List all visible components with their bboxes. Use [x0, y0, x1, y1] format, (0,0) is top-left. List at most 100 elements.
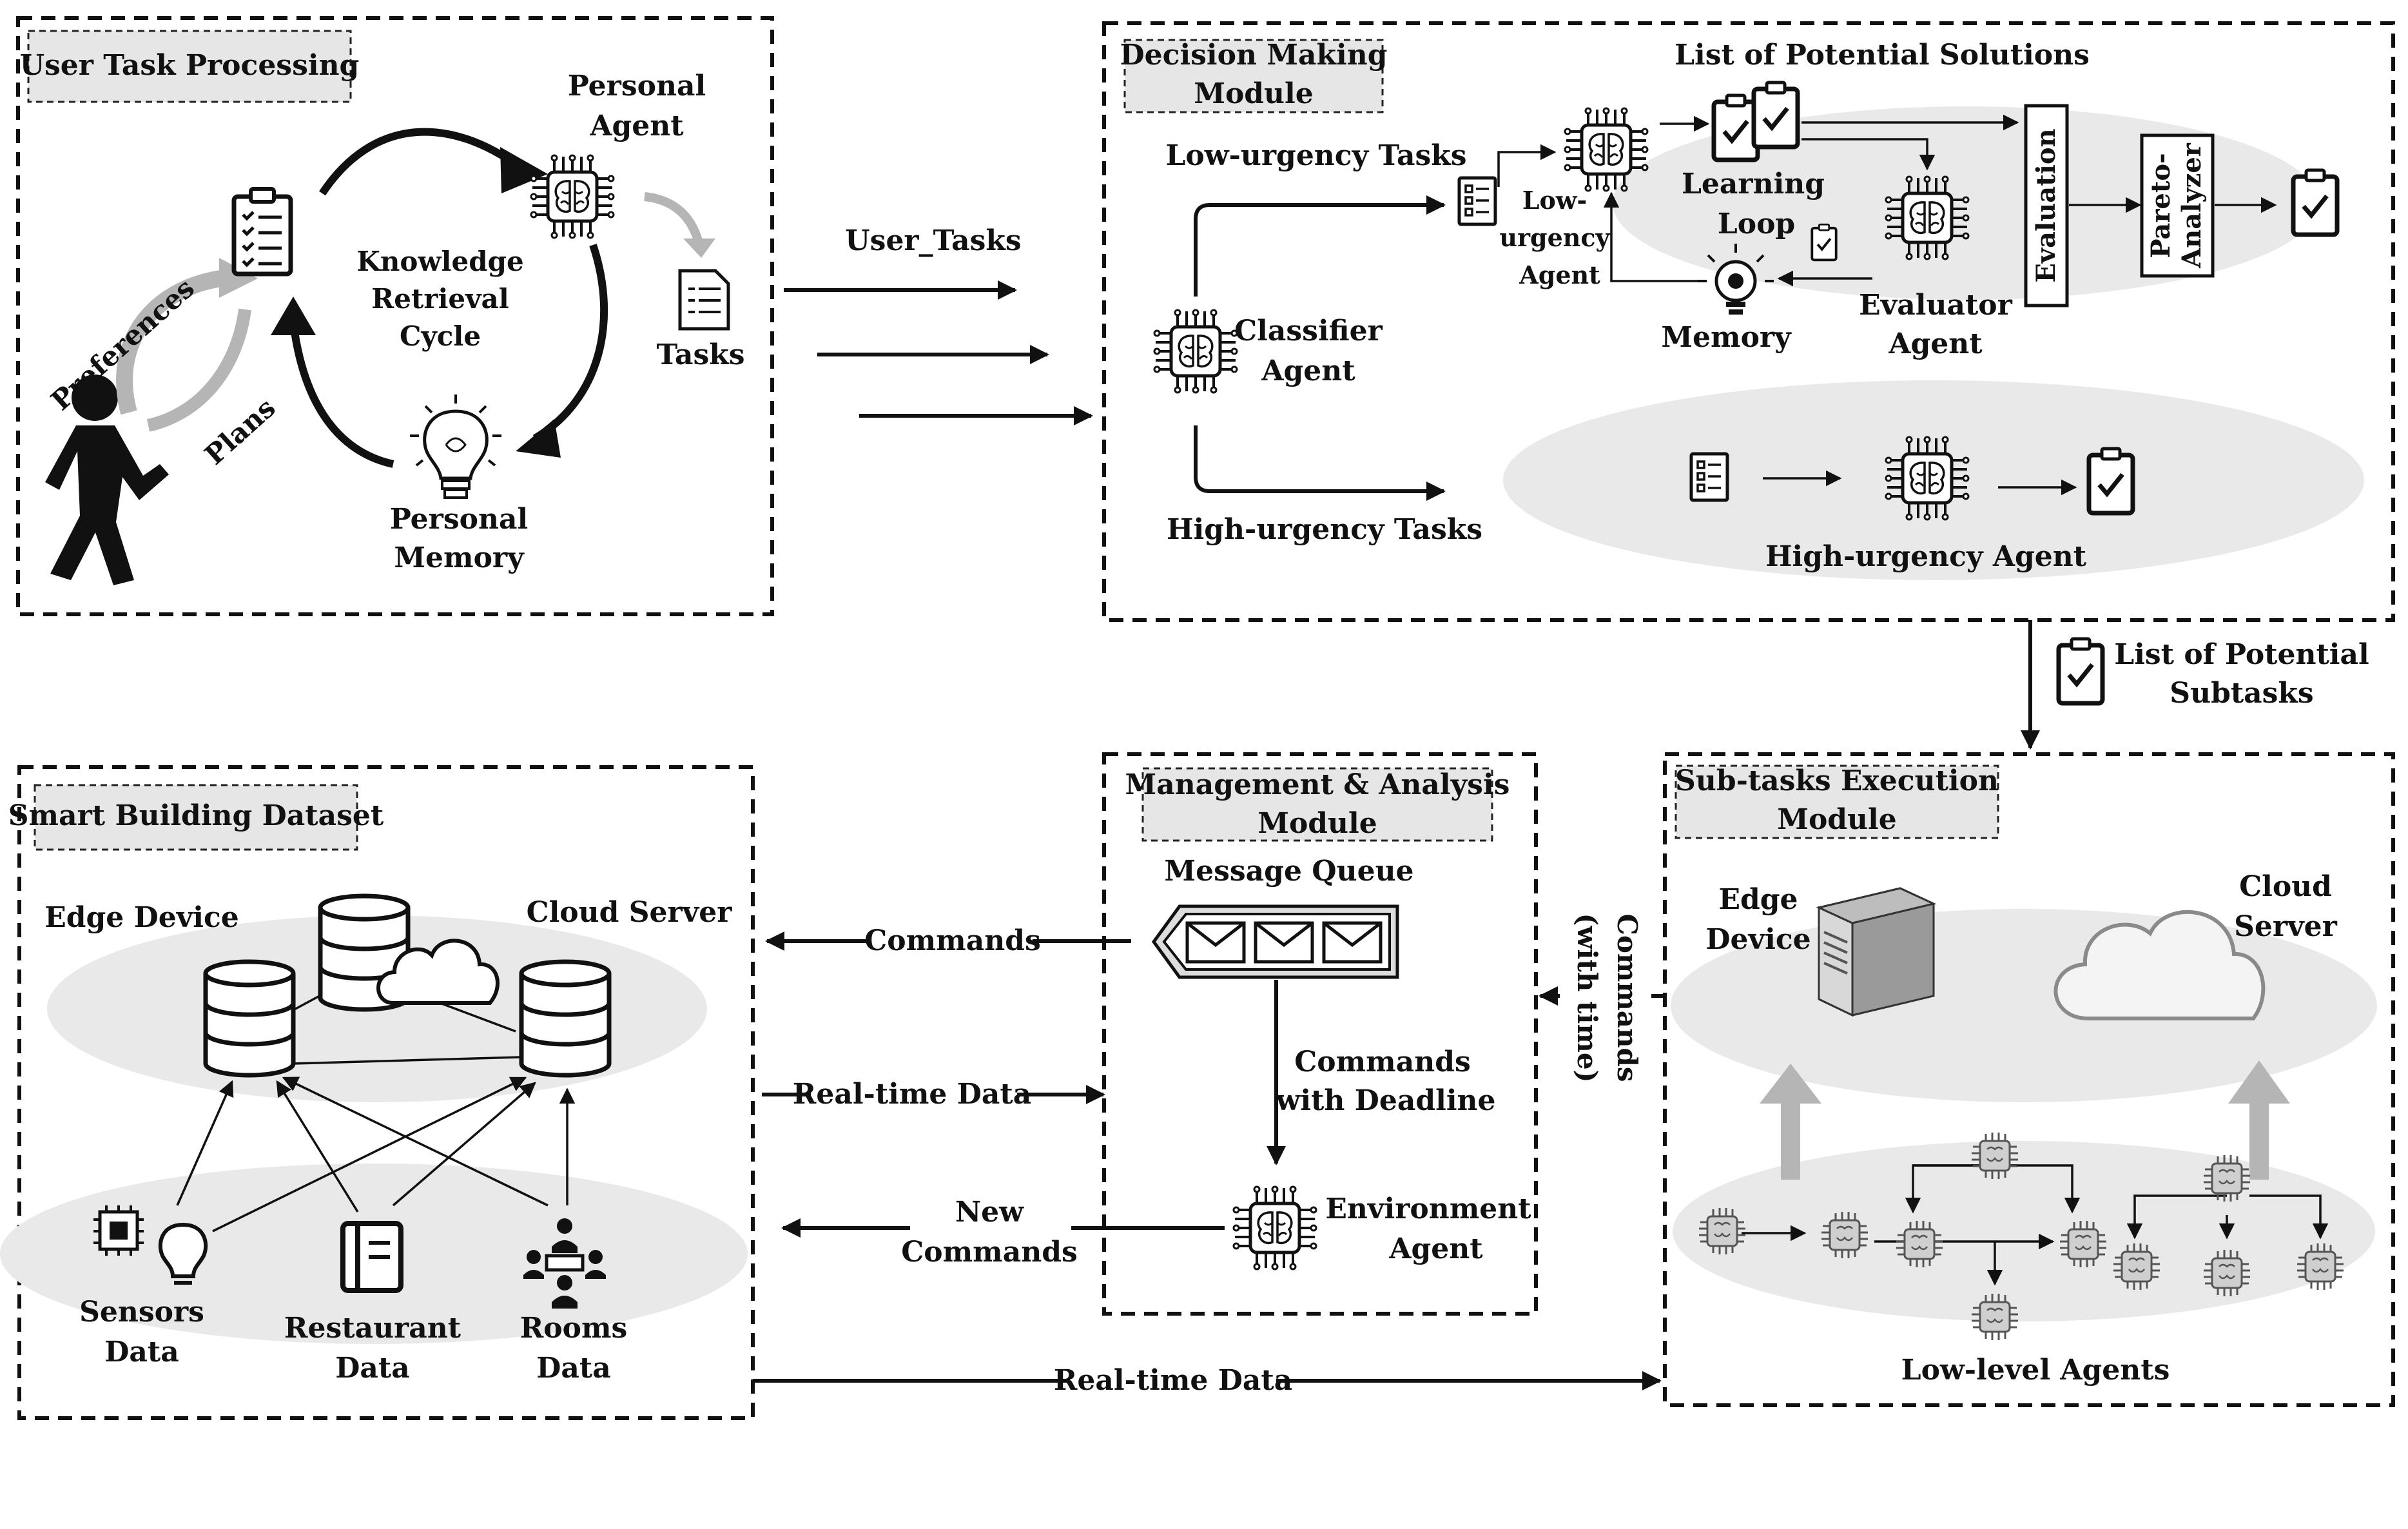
high-urgency-result-clipboard	[2089, 449, 2133, 513]
learning-label-2: Loop	[1718, 208, 1795, 240]
memory-bulb-icon	[410, 394, 501, 499]
st-edge-label-1: Edge	[1718, 883, 1798, 916]
personal-agent-label-1: Personal	[568, 70, 706, 102]
st-cloud-icon	[2054, 910, 2266, 1020]
realtime-label-bg-mgmt	[811, 1076, 1017, 1113]
list-subtasks-label-2: Subtasks	[2170, 677, 2313, 710]
learning-label-1: Learning	[1682, 168, 1825, 200]
sensors-label-2: Data	[104, 1336, 179, 1368]
high-urgency-tasks-label: High-urgency Tasks	[1167, 513, 1482, 546]
environment-label-2: Agent	[1388, 1232, 1483, 1265]
classifier-label-2: Agent	[1261, 355, 1355, 387]
to-low-urgency-arrow	[1194, 195, 1446, 297]
sb-cloud-server-label: Cloud Server	[527, 896, 733, 929]
user-task-title: User Task Processing	[20, 49, 360, 82]
management-analysis-box	[1102, 752, 1538, 1316]
restaurant-label-1: Restaurant	[284, 1312, 461, 1345]
smart-building-title-tag	[34, 784, 358, 851]
smart-building-box	[17, 765, 755, 1420]
user-tasks-label: User_Tasks	[845, 224, 1021, 257]
gray-up-arrow-right	[2228, 1060, 2290, 1180]
personal-agent-icon	[531, 155, 614, 238]
knowledge-label-1: Knowledge	[356, 246, 523, 277]
new-commands-label-bg	[910, 1191, 1071, 1271]
decision-title-tag	[1123, 39, 1384, 113]
tasks-gray-arrow	[644, 192, 704, 246]
pareto-label-1: Pareto-	[2146, 153, 2176, 258]
decision-title-line2: Module	[1194, 77, 1314, 110]
low-urgency-tasks-label: Low-urgency Tasks	[1165, 139, 1466, 172]
management-title-line1: Management & Analysis	[1125, 768, 1510, 801]
cycle-arrow-right	[532, 244, 608, 442]
memory-lightbulb-icon	[1698, 244, 1774, 315]
low-level-agents-ellipse	[1673, 1141, 2375, 1321]
smart-building-title: Smart Building Dataset	[8, 799, 384, 832]
low-agent-label-1: Low-	[1522, 186, 1588, 215]
subtasks-list-clipboard	[2059, 639, 2102, 703]
data-source-arrows	[176, 1076, 576, 1232]
high-urgency-agent-label: High-urgency Agent	[1765, 540, 2087, 573]
commands-with-time-label-2: (with time)	[1571, 913, 1603, 1083]
message-queue-label: Message Queue	[1164, 855, 1413, 888]
solutions-to-evaluator-arrow	[1801, 138, 1936, 171]
knowledge-label-3: Cycle	[400, 320, 481, 352]
pareto-box	[2140, 133, 2215, 278]
realtime-data-label-mgmt: Real-time Data	[793, 1078, 1031, 1111]
cycle-arrow-left	[289, 322, 394, 468]
management-title-line2: Module	[1257, 807, 1377, 840]
subtasks-title-line1: Sub-tasks Execution	[1675, 764, 1999, 797]
sb-edge-device-label: Edge Device	[44, 901, 239, 934]
rooms-label-1: Rooms	[520, 1312, 628, 1345]
classifier-label-1: Classifier	[1234, 315, 1383, 347]
management-title-tag	[1141, 767, 1493, 842]
evaluation-box	[2024, 104, 2069, 307]
environment-label-1: Environment	[1325, 1193, 1531, 1225]
rooms-label-2: Data	[536, 1352, 611, 1385]
user-person-icon	[45, 375, 169, 585]
subtasks-title-line2: Module	[1777, 803, 1897, 836]
low-agent-label-2: urgency	[1499, 223, 1610, 252]
realtime-label-bg-bottom	[1070, 1363, 1276, 1399]
pareto-result-clipboard	[2293, 170, 2337, 235]
to-high-urgency-arrow	[1194, 425, 1446, 501]
environment-agent-icon	[1234, 1187, 1316, 1269]
learning-clipboard-icon	[1811, 223, 1838, 262]
pareto-label-2: Analyzer	[2177, 142, 2207, 269]
tasks-label: Tasks	[656, 338, 744, 371]
st-edge-label-2: Device	[1705, 923, 1811, 956]
list-solutions-label: List of Potential Solutions	[1675, 39, 2090, 72]
personal-agent-label-2: Agent	[589, 110, 684, 142]
meeting-room-icon	[523, 1218, 606, 1309]
message-queue-icon	[1151, 904, 1399, 979]
personal-memory-label-1: Personal	[390, 503, 528, 536]
sb-cloud-icon	[376, 939, 500, 1005]
low-level-agents-label: Low-level Agents	[1901, 1354, 2170, 1387]
new-commands-label-1: New	[955, 1196, 1024, 1229]
low-urgency-tasklist-icon	[1459, 178, 1495, 224]
realtime-data-label-bottom: Real-time Data	[1054, 1364, 1292, 1397]
user-task-title-tag	[27, 30, 352, 103]
restaurant-menu-icon	[340, 1221, 403, 1293]
classifier-agent-icon	[1154, 310, 1237, 393]
commands-with-time-label-1: Commands	[1611, 913, 1643, 1082]
personal-memory-label-2: Memory	[394, 541, 525, 574]
knowledge-label-2: Retrieval	[371, 283, 509, 315]
evaluator-label-1: Evaluator	[1859, 289, 2013, 322]
high-urgency-tasklist-icon	[1691, 454, 1727, 500]
evaluation-label: Evaluation	[2031, 128, 2061, 282]
sensors-label-1: Sensors	[79, 1296, 204, 1329]
plans-label: Plans	[199, 392, 282, 471]
evaluator-label-2: Agent	[1888, 327, 1983, 360]
tasks-doc-icon	[678, 269, 730, 331]
memory-label: Memory	[1661, 321, 1792, 354]
st-cloud-label-2: Server	[2234, 910, 2338, 943]
cloud-database-icon	[521, 962, 609, 1075]
commands-deadline-label-2: with Deadline	[1275, 1084, 1495, 1117]
low-agent-label-3: Agent	[1519, 260, 1600, 289]
sensors-icon	[93, 1205, 208, 1285]
user-task-processing-box	[16, 16, 774, 616]
commands-deadline-label-1: Commands	[1294, 1046, 1471, 1078]
subtasks-title-tag	[1675, 764, 1999, 839]
preferences-arrow	[116, 258, 258, 432]
